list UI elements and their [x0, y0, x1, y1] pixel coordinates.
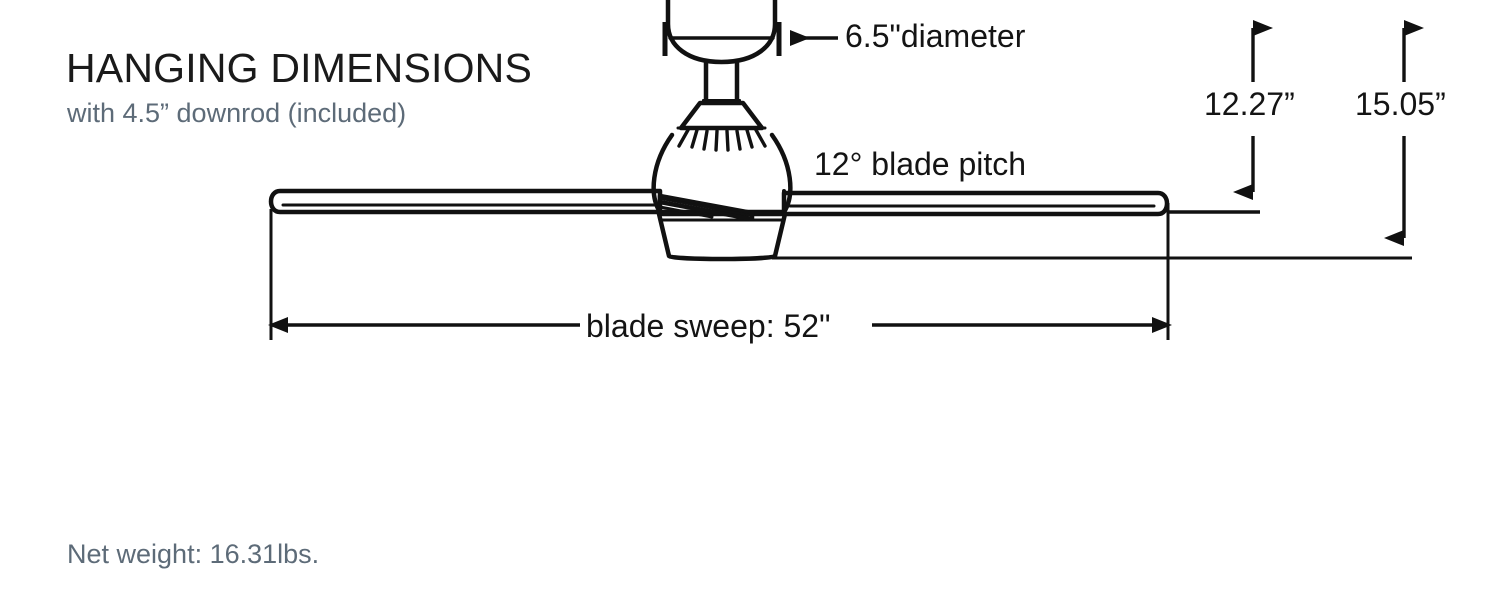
motor-ribs — [676, 126, 767, 152]
canopy-diameter-label: 6.5"diameter — [845, 18, 1026, 54]
blade-mount-notches — [658, 189, 786, 216]
dimension-lines — [268, 20, 1424, 340]
canopy-shape — [665, 0, 778, 65]
net-weight-label: Net weight: 16.31lbs. — [67, 539, 320, 569]
fan-blade-left — [268, 188, 663, 215]
height-overall-label: 15.05” — [1355, 86, 1446, 122]
canopy-diameter-ticks — [662, 22, 782, 56]
fan-illustration — [268, 0, 1170, 262]
height-to-blades-label: 12.27” — [1204, 86, 1295, 122]
fan-blade-right — [781, 190, 1170, 217]
motor-bottom-shape — [656, 211, 788, 262]
blade-sweep-label: blade sweep: 52" — [580, 310, 837, 342]
page-title: HANGING DIMENSIONS — [66, 45, 533, 91]
motor-collar-shape — [678, 99, 765, 131]
page-subtitle: with 4.5” downrod (included) — [67, 98, 407, 128]
downrod-shape — [703, 59, 740, 103]
blade-pitch-label: 12° blade pitch — [814, 146, 1027, 182]
